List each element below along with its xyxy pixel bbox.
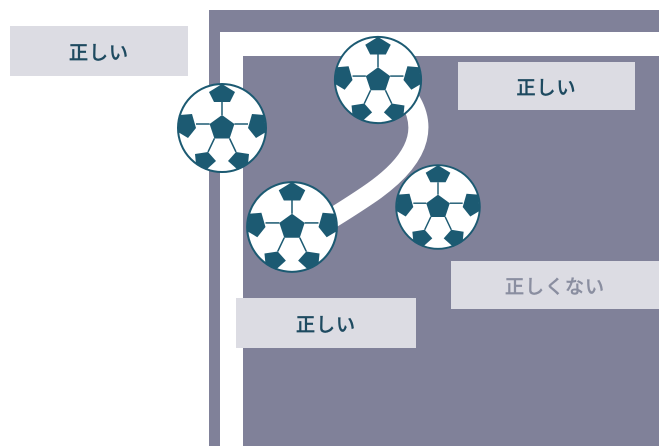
touch-line-top [220, 32, 659, 56]
ball-icon [247, 182, 337, 272]
label-correct-bottom: 正しい [236, 298, 416, 348]
ball-icon [335, 37, 421, 123]
ball-icon [178, 84, 266, 172]
ball-icon [396, 165, 480, 249]
label-correct-top-left: 正しい [10, 26, 188, 76]
label-correct-top-right: 正しい [458, 62, 635, 110]
label-incorrect: 正しくない [451, 261, 659, 309]
